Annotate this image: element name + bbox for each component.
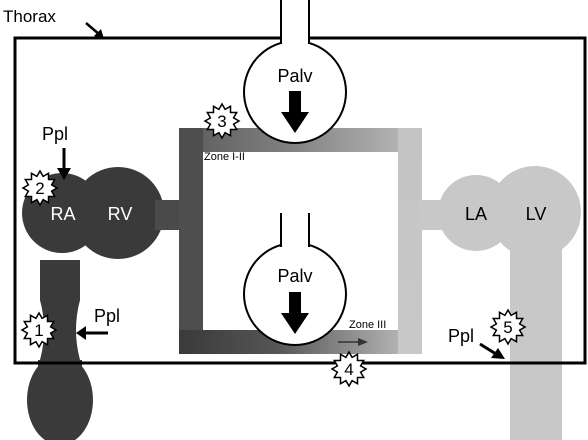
vena-cava-lower [38, 360, 82, 400]
palv-label-lower: Palv [277, 266, 312, 286]
pulmonary-artery [155, 200, 183, 230]
thorax-label: Thorax [3, 7, 56, 26]
airway-lower [280, 213, 310, 247]
arrow-icon [491, 348, 505, 359]
burst-star-icon [21, 169, 59, 207]
palv-label-upper: Palv [277, 66, 312, 86]
airway-upper [280, 0, 310, 44]
ra-label: RA [50, 204, 75, 224]
alveolus-upper: Palv [243, 0, 347, 144]
burst-star-icon [330, 350, 368, 388]
right-ventricle [72, 167, 164, 259]
marker-number: 4 [344, 360, 353, 379]
arrow-icon [94, 29, 104, 39]
arrow-icon [358, 338, 368, 346]
arrow-icon [281, 292, 309, 334]
loop-right [398, 128, 422, 354]
zone-lower-label: Zone III [349, 319, 386, 331]
arrow-icon [479, 342, 497, 356]
alveolus-lower: Palv [243, 213, 347, 346]
zone-upper-label: Zone I-II [204, 151, 245, 163]
burst-star-icon [203, 102, 241, 140]
burst-star-icon [20, 311, 58, 349]
aorta [510, 240, 562, 440]
systemic-arterial [418, 166, 581, 440]
left-ventricle [489, 166, 581, 258]
marker-number: 3 [217, 112, 226, 131]
markers: 1 2 3 4 5 [20, 102, 527, 388]
marker-number: 5 [503, 318, 512, 337]
arrow-icon [57, 168, 71, 180]
rv-label: RV [108, 204, 133, 224]
burst-star-icon [489, 308, 527, 346]
vena-cava-collapse [40, 260, 80, 360]
marker-number: 1 [34, 321, 43, 340]
arrow-icon [281, 91, 309, 133]
venous-system [22, 167, 183, 440]
loop-left [179, 128, 203, 354]
la-label: LA [465, 204, 487, 224]
ppl-label-top: Ppl [42, 124, 68, 144]
marker-number: 2 [35, 179, 44, 198]
lv-label: LV [526, 204, 547, 224]
ppl-label-right: Ppl [448, 326, 474, 346]
arrow-icon [76, 326, 86, 340]
ppl-label-mid: Ppl [94, 306, 120, 326]
